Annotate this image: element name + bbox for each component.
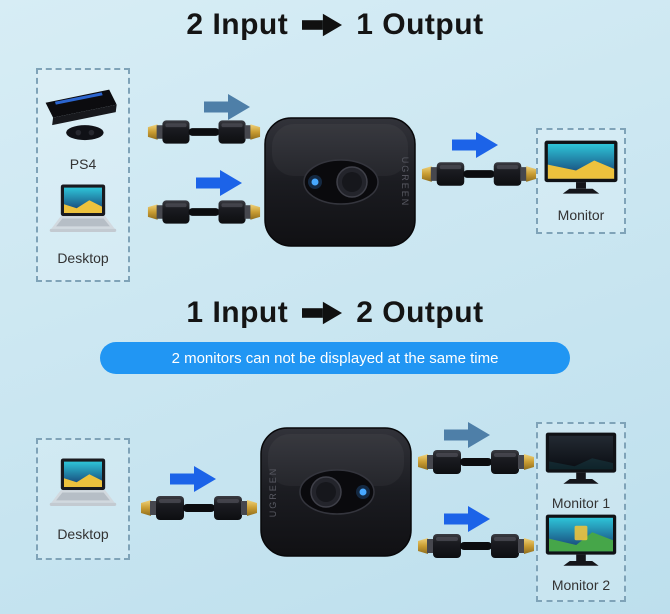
- hdmi-switch-device-2: UGREEN: [256, 422, 416, 562]
- power-led: [311, 178, 319, 186]
- monitor-2-label: Monitor 2: [551, 577, 611, 594]
- section2-title: 1 Input 2 Output: [0, 296, 670, 330]
- laptop-icon-2: [45, 456, 121, 515]
- section1-title: 2 Input 1 Output: [0, 8, 670, 42]
- desktop-label-2: Desktop: [57, 526, 109, 543]
- monitor-icon: [542, 139, 620, 202]
- section1-input-devices-box: PS4 Desktop: [36, 68, 130, 282]
- flow-arrow-output1-icon: [444, 422, 490, 448]
- device-brand-text: UGREEN: [400, 157, 410, 208]
- power-led-2: [359, 488, 367, 496]
- hdmi-cable-output2-icon: [416, 528, 536, 564]
- hdmi-cable-input1-icon: [146, 114, 262, 150]
- ps4-label: PS4: [69, 156, 97, 173]
- section1-title-right: 1 Output: [356, 8, 484, 41]
- flow-arrow-input-icon-2: [170, 466, 216, 492]
- device-brand-text-2: UGREEN: [268, 467, 278, 518]
- flow-arrow-input2-icon: [196, 170, 242, 196]
- hdmi-cable-input-icon-2: [138, 490, 260, 526]
- monitor-1-label: Monitor 1: [551, 494, 611, 511]
- ps4-console-icon: [41, 84, 125, 147]
- laptop-icon: [45, 182, 121, 241]
- monitor-1-icon: [543, 431, 619, 492]
- section2-title-right: 2 Output: [356, 296, 484, 329]
- section1-title-left: 2 Input: [186, 8, 289, 41]
- hdmi-cable-output-icon: [420, 156, 538, 192]
- notice-banner: 2 monitors can not be displayed at the s…: [100, 342, 570, 374]
- section2-input-box: Desktop: [36, 438, 130, 560]
- title-right-arrow-icon: [302, 13, 343, 37]
- flow-arrow-input1-icon: [204, 94, 250, 120]
- section2-title-left: 1 Input: [186, 296, 289, 329]
- section2-outputs-box: Monitor 1 Monitor 2: [536, 422, 626, 602]
- hdmi-cable-output1-icon: [416, 444, 536, 480]
- monitor-2-icon: [543, 513, 619, 574]
- hdmi-switch-device-1: UGREEN: [260, 112, 420, 252]
- desktop-label: Desktop: [57, 250, 109, 267]
- section1-output-box: Monitor: [536, 128, 626, 234]
- monitor-label: Monitor: [557, 207, 605, 223]
- flow-arrow-output-icon: [452, 132, 498, 158]
- title-right-arrow-icon-2: [302, 301, 343, 325]
- hdmi-cable-input2-icon: [146, 194, 262, 230]
- flow-arrow-output2-icon: [444, 506, 490, 532]
